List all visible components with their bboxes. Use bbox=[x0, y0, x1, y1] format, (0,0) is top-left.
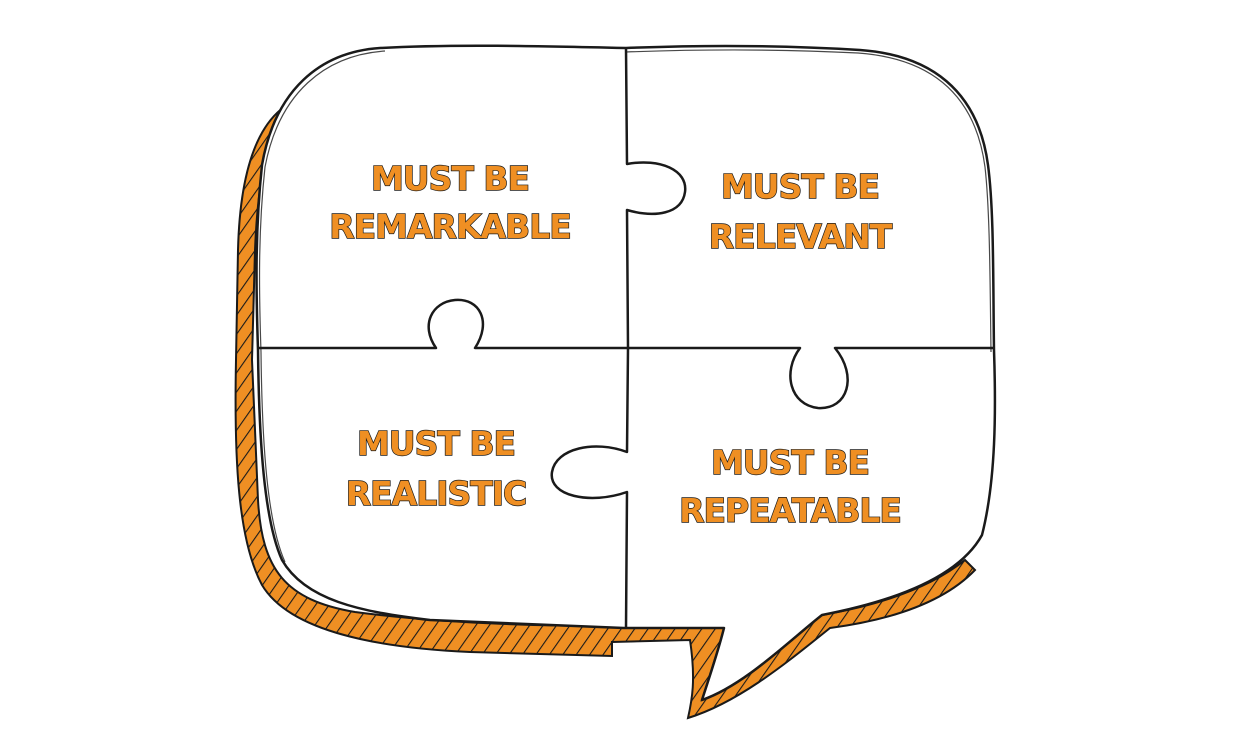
divider-vertical-upper bbox=[624, 47, 687, 349]
piece-bottom-right: MUST BE REPEATABLE bbox=[678, 442, 902, 530]
bubble-fill bbox=[256, 45, 995, 700]
bubble-shadow bbox=[234, 101, 977, 720]
piece-bottom-right-line1: MUST BE bbox=[711, 443, 869, 482]
divider-horizontal-right bbox=[628, 346, 994, 410]
piece-top-left-line1: MUST BE bbox=[371, 159, 529, 198]
bubble-outline-sketch bbox=[258, 49, 992, 563]
divider-vertical-lower bbox=[550, 347, 630, 629]
piece-bottom-left-line1: MUST BE bbox=[357, 424, 515, 463]
piece-top-right: MUST BE RELEVANT bbox=[708, 166, 894, 256]
bubble-outline bbox=[255, 44, 997, 702]
piece-bottom-right-line2: REPEATABLE bbox=[679, 491, 901, 530]
piece-bottom-left-line2: REALISTIC bbox=[346, 474, 527, 513]
piece-top-left: MUST BE REMARKABLE bbox=[329, 158, 573, 246]
piece-top-right-line1: MUST BE bbox=[721, 167, 879, 206]
piece-top-right-line2: RELEVANT bbox=[709, 217, 893, 256]
piece-bottom-left: MUST BE REALISTIC bbox=[345, 423, 528, 513]
divider-horizontal-left bbox=[258, 298, 628, 350]
piece-top-left-line2: REMARKABLE bbox=[329, 207, 571, 246]
